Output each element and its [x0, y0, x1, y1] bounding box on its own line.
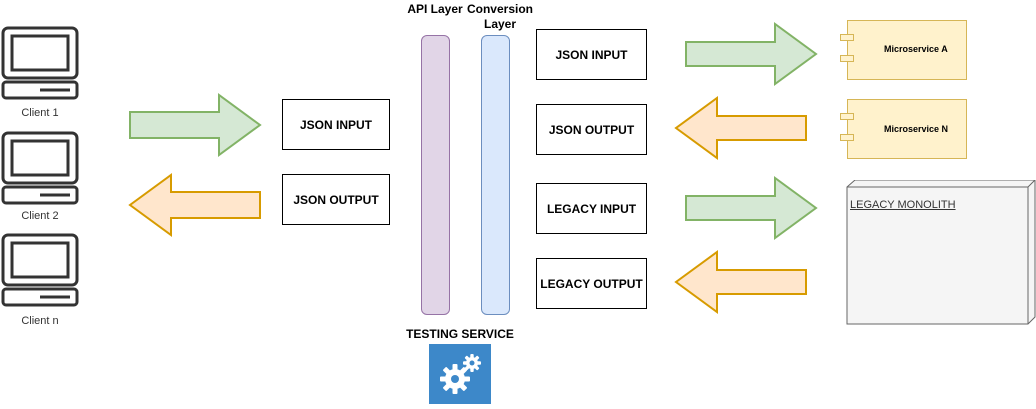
legacy-output-box: LEGACY OUTPUT	[536, 258, 647, 309]
legacy-monolith-shape	[846, 180, 1036, 325]
left-arrow	[674, 96, 807, 160]
client-label: Client 1	[21, 107, 59, 119]
computer-icon	[1, 26, 79, 100]
microservice-n: Microservice N	[840, 99, 967, 159]
component-tab-icon	[840, 134, 854, 141]
json-input-box: JSON INPUT	[282, 99, 390, 150]
legacy-input-box: LEGACY INPUT	[536, 183, 647, 234]
component-box: Microservice N	[847, 99, 967, 159]
right-arrow	[685, 22, 818, 86]
component-box: Microservice A	[847, 20, 967, 80]
gears-icon	[440, 354, 481, 394]
microservice-a: Microservice A	[840, 20, 967, 80]
left-arrow	[674, 250, 807, 314]
json-output-box: JSON OUTPUT	[282, 174, 390, 225]
json-input-box-right: JSON INPUT	[536, 29, 647, 80]
legacy-monolith-label: LEGACY MONOLITH	[850, 199, 956, 211]
right-arrow	[685, 176, 818, 240]
computer-icon	[1, 233, 79, 307]
client-label: Client 2	[21, 210, 59, 222]
client-1: Client 1	[0, 25, 80, 125]
microservice-a-label: Microservice A	[884, 44, 948, 54]
client-n: Client n	[0, 232, 80, 332]
api-layer-bar	[421, 35, 450, 315]
component-tab-icon	[840, 113, 854, 120]
conversion-layer-bar	[481, 35, 510, 315]
client-2: Client 2	[0, 130, 80, 230]
component-tab-icon	[840, 34, 854, 41]
json-output-box-right: JSON OUTPUT	[536, 104, 647, 155]
right-arrow	[129, 93, 262, 157]
testing-service-tile	[429, 344, 491, 404]
client-label: Client n	[21, 315, 59, 327]
testing-service-label: TESTING SERVICE	[406, 327, 514, 341]
computer-icon	[1, 131, 79, 205]
component-tab-icon	[840, 55, 854, 62]
microservice-n-label: Microservice N	[884, 124, 949, 134]
conversion-layer-title: Conversion Layer	[466, 2, 533, 31]
left-arrow	[128, 173, 261, 237]
api-layer-title: API Layer	[407, 2, 463, 16]
